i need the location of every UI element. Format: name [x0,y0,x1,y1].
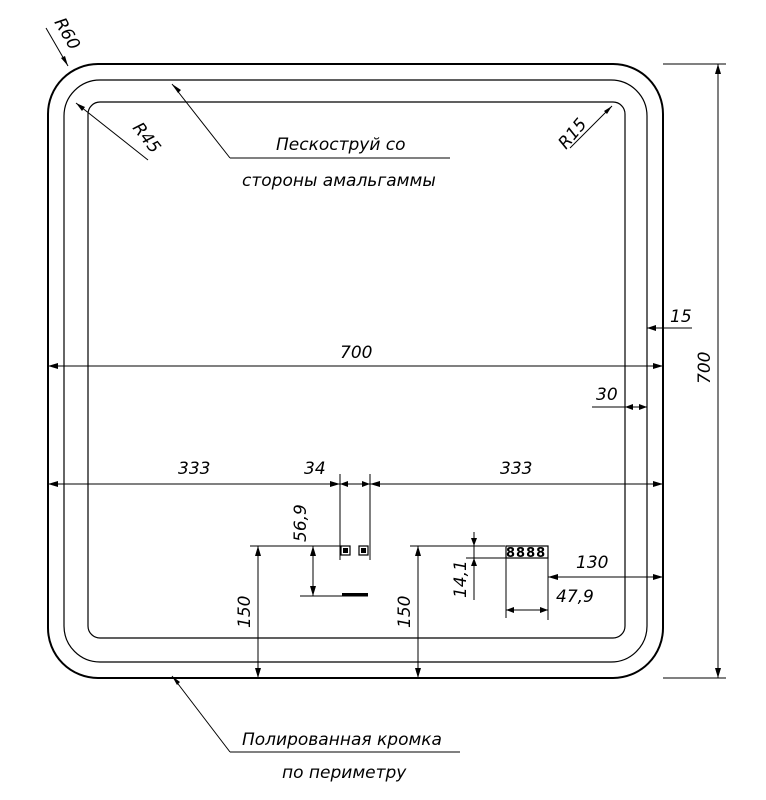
horizontal-chain-dimension: 333 34 333 [48,459,663,560]
radius-r60-label: R60 [50,15,84,54]
width-label: 700 [340,343,372,363]
sensor-height-label: 56,9 [291,504,311,542]
width-dimension: 700 [48,343,663,369]
mirror-outer-edge [47,63,664,679]
sensor-button-left [340,545,351,556]
center-span-label: 34 [304,459,326,479]
frame-offset-dimension: 30 [592,385,647,410]
display-height-label: 14,1 [451,560,471,598]
led-display: 8888 [505,545,549,561]
edge-offset-dimension: 15 [647,307,692,331]
sandblast-note: Пескоструй со стороны амальгаммы [171,83,450,191]
radius-r15-callout: R15 [555,105,613,153]
display-width-label: 47,9 [556,587,594,607]
sensor-height-dimension: 56,9 [291,504,368,597]
frame-offset-label: 30 [596,385,618,405]
radius-r45-label: R45 [128,119,164,158]
display-width-dimension: 47,9 [505,558,594,618]
sandblast-note-line1: Пескоструй со [276,135,406,155]
display-digits: 8888 [506,546,546,561]
sensor-strip [342,593,368,596]
sensor-bottom-label: 150 [235,596,255,628]
radius-r15-label: R15 [555,115,592,153]
edge-offset-label: 15 [670,307,692,327]
right-span-label: 333 [500,459,532,479]
height-label: 700 [695,352,715,384]
radius-r45-callout: R45 [75,102,164,161]
display-bottom-dimension: 150 [395,545,505,678]
display-height-dimension: 14,1 [451,532,506,600]
height-dimension: 700 [663,63,726,679]
left-span-label: 333 [178,459,210,479]
sensor-button-right [358,545,369,556]
sensor-bottom-dimension: 150 [235,545,340,678]
mirror-polished-edge [63,79,648,663]
sandblast-frame [87,101,626,639]
display-bottom-label: 150 [395,596,415,628]
display-right-label: 130 [576,553,608,573]
polished-edge-note: Полированная кромка по периметру [171,675,460,783]
polished-note-line1: Полированная кромка [242,730,442,750]
polished-note-line2: по периметру [282,763,407,783]
radius-r60-callout: R60 [45,15,84,67]
sandblast-note-line2: стороны амальгаммы [242,171,436,191]
touch-sensors [340,545,369,596]
